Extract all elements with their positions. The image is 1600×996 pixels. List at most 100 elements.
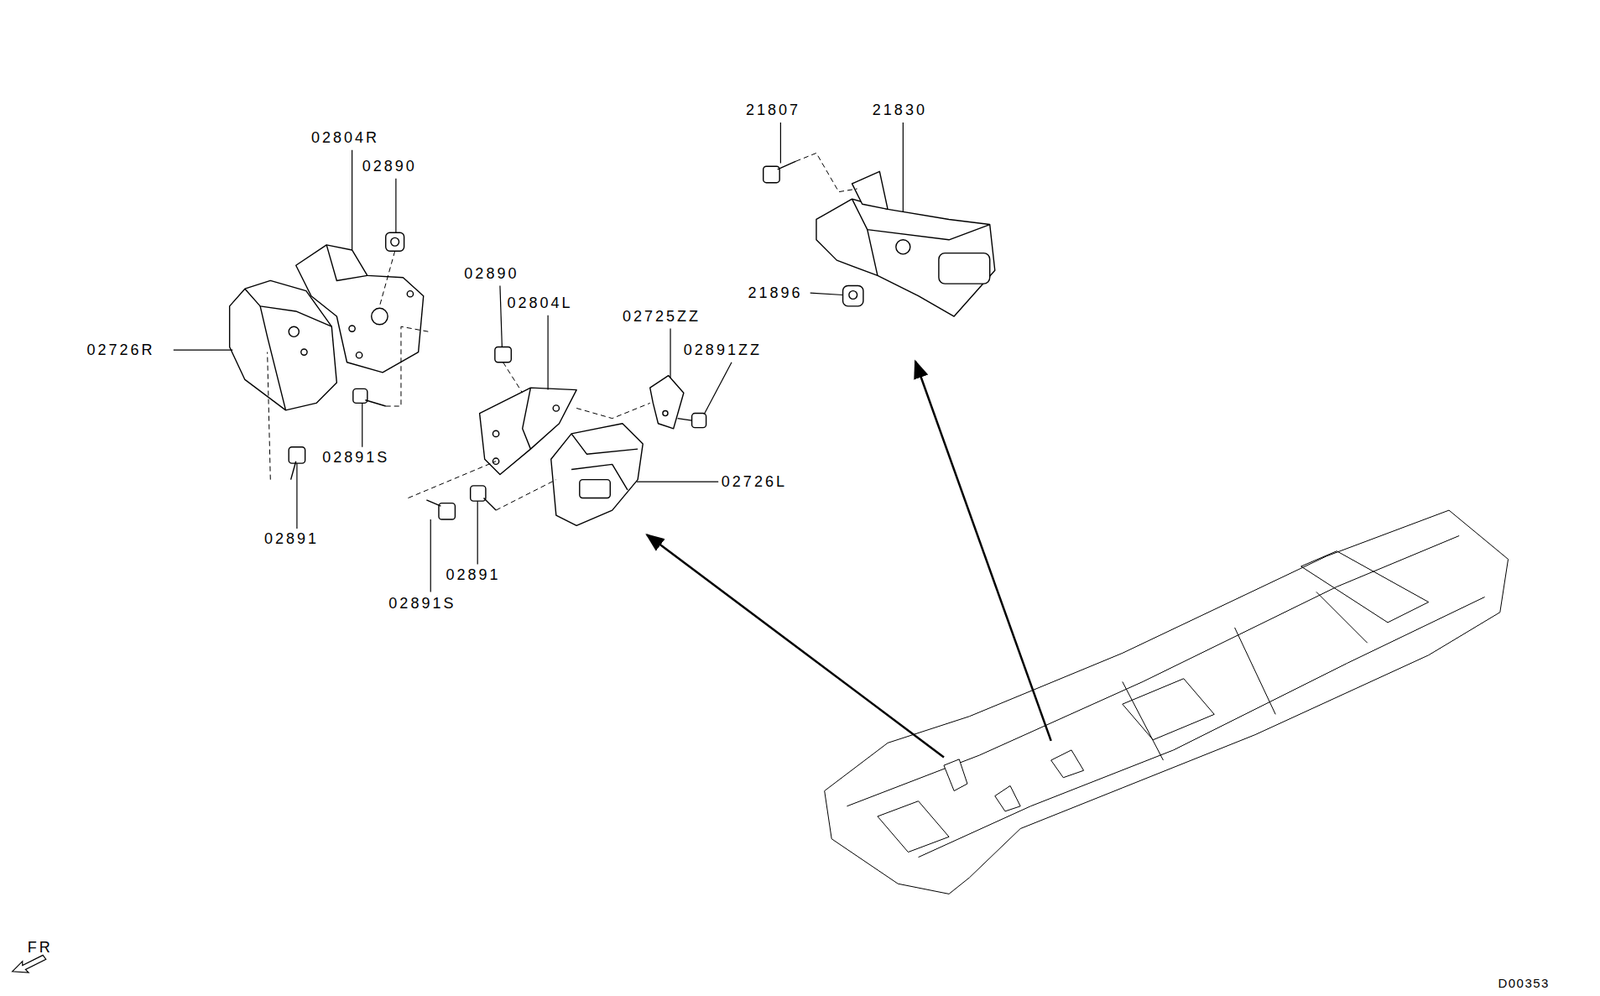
- nut: [843, 286, 864, 307]
- assembly-line: [379, 250, 395, 307]
- callout-number: 21896: [747, 283, 803, 303]
- mount-edge: [260, 306, 286, 411]
- location-arrows: [646, 361, 1052, 758]
- bolt-head: [288, 447, 305, 464]
- callout-number: 21830: [872, 100, 928, 120]
- location-arrow: [646, 534, 944, 757]
- leader-line: [430, 519, 432, 592]
- assembly-line: [385, 326, 429, 407]
- mount-edge: [571, 433, 638, 454]
- bracket-hole: [355, 352, 362, 359]
- callout-number: 02890: [362, 156, 417, 176]
- callout-number: 02891S: [388, 594, 456, 613]
- front-arrow: [12, 954, 47, 973]
- bolt-head: [353, 388, 368, 403]
- bolt-head: [470, 485, 486, 501]
- bolt-shank: [677, 418, 693, 421]
- frame-outline: [824, 510, 1509, 894]
- assembly-line: [796, 152, 858, 192]
- callout-number: 02804R: [311, 128, 380, 147]
- assembly-lines: [267, 152, 858, 511]
- assembly-line: [503, 362, 523, 393]
- bracket-hole: [492, 430, 499, 437]
- callout-number: 02725ZZ: [622, 307, 701, 326]
- leader-line: [477, 500, 479, 564]
- frame-member: [1122, 681, 1164, 761]
- assembly-line: [576, 402, 651, 418]
- leader-line: [351, 150, 353, 251]
- callout-number: 02890: [463, 264, 519, 283]
- direction-label: FR: [27, 938, 53, 957]
- frame-rail: [846, 535, 1460, 806]
- frame-member: [1235, 627, 1277, 715]
- heat-shield-bracket: [650, 375, 684, 429]
- leader-line: [547, 315, 549, 391]
- frame-mount: [995, 785, 1021, 811]
- frame-member: [1316, 591, 1368, 643]
- bolt-shank: [364, 400, 386, 407]
- callout-number: 21807: [745, 100, 801, 120]
- bracket-hole: [662, 411, 668, 417]
- bolt-head: [763, 166, 780, 183]
- callout-number: 02891: [264, 529, 319, 548]
- leader-line: [703, 362, 732, 415]
- bracket-hole: [552, 405, 559, 412]
- callout-number: 02726R: [86, 340, 155, 360]
- bracket-edge: [522, 387, 532, 449]
- mount-hole: [301, 349, 308, 355]
- leader-line: [173, 349, 234, 351]
- nut-hole: [390, 237, 400, 246]
- mount-block: [579, 479, 610, 499]
- bolt-shank: [291, 461, 297, 480]
- leader-lines: [173, 122, 904, 592]
- callout-number: 02891ZZ: [683, 340, 762, 360]
- assembly-line: [495, 479, 557, 511]
- nut: [495, 347, 511, 363]
- engine-mount-left: [551, 423, 643, 527]
- frame-mount: [943, 759, 968, 792]
- frame-plate: [1122, 678, 1215, 741]
- crossmember-edge: [852, 198, 991, 240]
- bracket-hole: [349, 325, 355, 332]
- frame-rail: [918, 596, 1486, 857]
- crossmember: [816, 198, 996, 317]
- frame-plate: [877, 801, 949, 853]
- chassis-frame: [824, 510, 1509, 894]
- leader-line: [636, 480, 719, 482]
- crossmember-tab: [852, 171, 889, 209]
- assembly-line: [407, 461, 496, 499]
- leader-line: [810, 292, 844, 295]
- bracket-hole: [406, 291, 413, 298]
- assembly-line: [267, 352, 272, 480]
- callout-number: 02891S: [322, 448, 390, 467]
- bracket-hole: [371, 307, 388, 324]
- crossmember-hole: [896, 239, 911, 255]
- callout-number: 02891: [445, 565, 501, 584]
- leader-line: [780, 122, 782, 164]
- bolt-shank: [483, 498, 496, 511]
- drawing-code: D00353: [1497, 974, 1550, 993]
- frame-mount: [1051, 750, 1085, 778]
- frame-plate: [1301, 551, 1429, 623]
- nut-hole: [849, 291, 858, 300]
- leader-line: [669, 328, 671, 378]
- leader-line: [902, 122, 904, 213]
- bolt-head: [692, 413, 707, 428]
- mount-stud: [288, 326, 299, 337]
- leader-line: [395, 178, 397, 233]
- crossmember-edge: [867, 229, 878, 277]
- bracket-edge: [326, 244, 368, 282]
- location-arrow: [915, 361, 1052, 741]
- nut: [385, 232, 405, 251]
- callout-number: 02726L: [721, 472, 787, 491]
- leader-line: [361, 402, 363, 447]
- crossmember-pad: [938, 253, 991, 284]
- mount-bracket-right: [296, 244, 424, 373]
- parts: [229, 161, 996, 526]
- callout-number: 02804L: [506, 293, 573, 313]
- bolt-head: [438, 503, 455, 520]
- bolt-shank: [426, 500, 441, 506]
- leader-line: [296, 463, 298, 529]
